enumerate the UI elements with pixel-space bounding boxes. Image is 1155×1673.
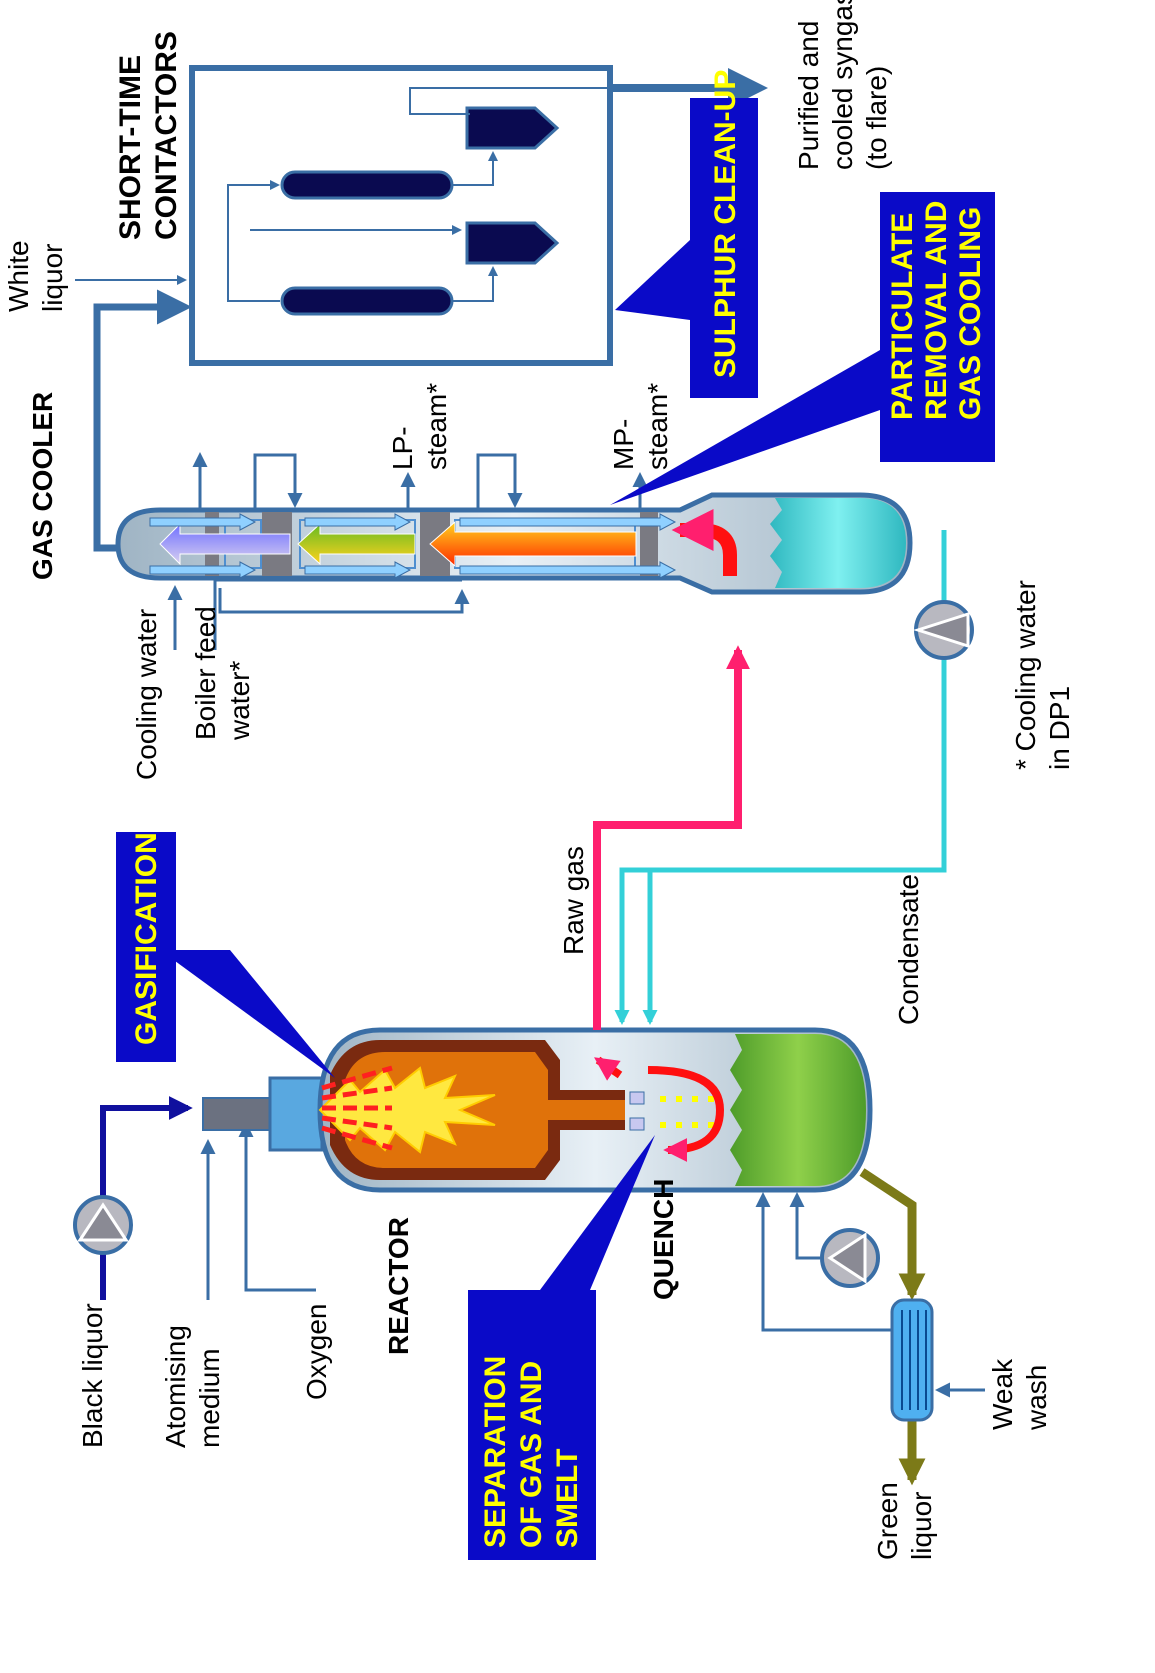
label-gasification: GASIFICATION (130, 832, 163, 1045)
burner-head (268, 1076, 324, 1152)
label-sulphur-cleanup: SULPHUR CLEAN-UP (709, 70, 742, 378)
label-weak-wash: Weak wash (987, 1351, 1052, 1431)
labels: Black liquor Atomising medium Oxygen REA… (3, 0, 1075, 1560)
label-particulate: PARTICULATE REMOVAL AND GAS COOLING (886, 192, 987, 420)
green-liquor-line (859, 1168, 926, 1301)
quench-pump-line (789, 1192, 820, 1260)
raw-gas-line (593, 645, 750, 1030)
callout-gasification (116, 832, 335, 1078)
label-boiler-feed-water: Boiler feed water* (190, 598, 255, 741)
callout-separation (468, 1135, 655, 1560)
label-oxygen: Oxygen (301, 1304, 332, 1401)
label-gas-cooler: GAS COOLER (27, 392, 58, 580)
label-cooling-water: Cooling water (131, 609, 162, 780)
pump-icon (913, 600, 974, 660)
label-mp-steam: MP- steam* (608, 383, 673, 470)
label-condensate: Condensate (893, 874, 924, 1025)
quench-recycle-line (755, 1192, 895, 1332)
pump-icon (73, 1195, 133, 1255)
flame-icon (318, 1066, 496, 1154)
oxygen-line (238, 1122, 316, 1292)
label-white-liquor: White liquor (3, 233, 68, 312)
gas-cooler-vessel (115, 492, 913, 595)
label-cooling-water-dp1: * Cooling water in DP1 (1010, 572, 1075, 770)
callout-particulate (610, 192, 995, 505)
syngas-to-contactors-line (93, 289, 192, 552)
label-atomising-medium: Atomising medium (160, 1317, 225, 1448)
burner-lance (202, 1097, 274, 1131)
reactor-vessel (317, 1027, 873, 1193)
label-quench: QUENCH (648, 1179, 679, 1300)
heat-exchanger-icon (890, 1298, 934, 1422)
label-black-liquor: Black liquor (77, 1303, 108, 1448)
label-separation: SEPARATION OF GAS AND SMELT (479, 1347, 584, 1548)
label-purified-syngas: Purified and cooled syngas (to flare) (793, 0, 892, 170)
label-lp-steam: LP- steam* (387, 383, 452, 470)
label-raw-gas: Raw gas (558, 846, 589, 955)
boiler-feed-water-line (213, 578, 462, 650)
contactors-box (189, 65, 613, 366)
callout-sulphur (615, 98, 758, 398)
green-liquor-bath (730, 1034, 866, 1186)
label-short-time-contactors: SHORT-TIME CONTACTORS (114, 31, 183, 240)
label-reactor: REACTOR (383, 1217, 414, 1355)
pump-icon (820, 1228, 880, 1288)
label-green-liquor: Green liquor (872, 1474, 937, 1560)
